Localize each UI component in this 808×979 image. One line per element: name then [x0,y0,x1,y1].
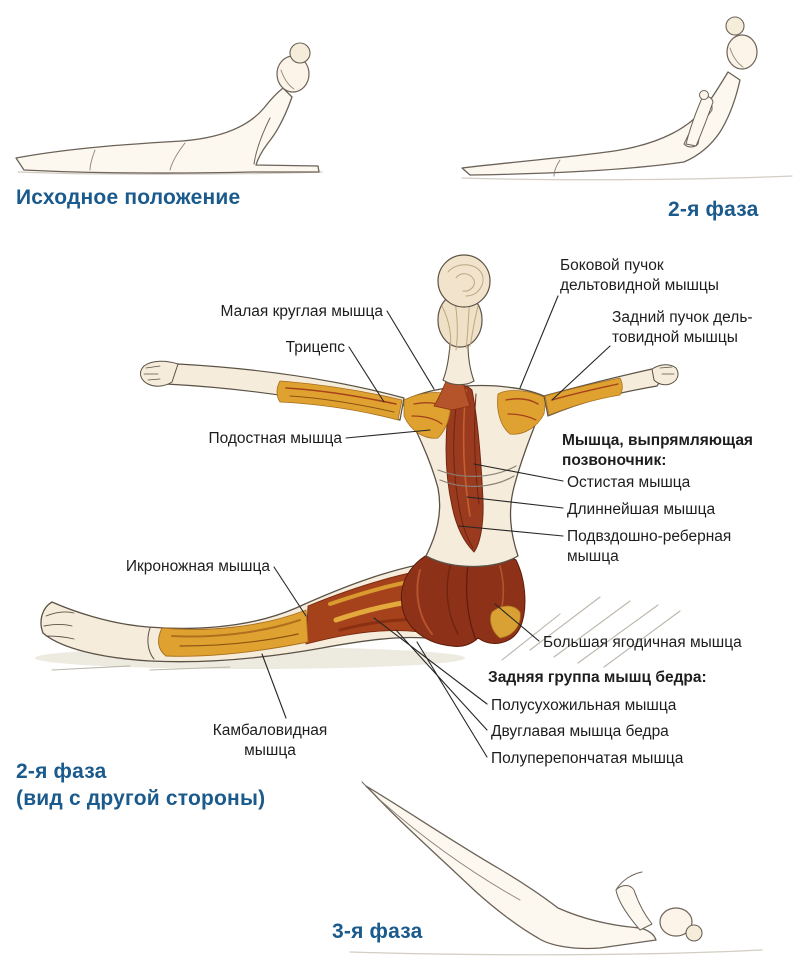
body-outline [365,785,657,950]
mat-hatching [51,596,681,671]
caption-phase2-side: 2-я фаза (вид с другой стороны) [16,758,265,812]
figure-main [35,254,681,671]
figure-start-position [15,42,323,175]
label-semimembranosus: Полуперепончатая мышца [491,750,684,767]
label-semitendinosus: Полусухожильная мышца [491,697,677,714]
label-soleus: Камбаловидная мышца [212,722,328,759]
label-spinalis: Остистая мышца [567,474,691,491]
leader-infraspinatus [345,429,431,439]
label-posterior-deltoid: Задний пучок дель- товидной мышцы [612,309,753,346]
leader-spinalis [473,463,564,482]
hair-bun [289,42,311,64]
leader-biceps-femoris [395,629,488,731]
label-hamstrings-header: Задняя группа мышц бедра: [488,669,707,686]
leader-semitendinosus [373,617,488,705]
leader-longissimus [466,496,564,509]
head [726,34,758,70]
head [659,907,693,937]
caption-phase3: 3-я фаза [332,920,423,943]
caption-phase2: 2-я фаза [668,198,759,221]
body-outline [15,87,320,174]
right-hand [651,364,679,386]
leader-lateral-deltoid [519,295,559,389]
ground-line [349,949,763,956]
left-arm-muscles [276,380,403,421]
caption-phase2-side-line2: (вид с другой стороны) [16,787,266,810]
bra-band [437,465,517,477]
leader-semimembranosus [416,641,488,758]
body-outline [461,71,741,176]
leader-lines [261,295,611,758]
arm [615,885,653,931]
leader-posterior-deltoid [551,345,611,401]
label-gluteus-maximus: Большая ягодичная мышца [543,634,742,651]
label-iliocostalis: Подвздошно-реберная мышца [567,528,732,565]
label-erector-spinae-header: Мышца, выпрямляющая позвоночник: [562,432,753,469]
hand [699,90,709,100]
label-triceps: Трицепс [285,339,345,356]
leader-iliocostalis [458,525,564,537]
right-arm-muscles [544,377,623,416]
forearm [685,96,714,147]
leader-gluteus [494,603,540,642]
legs [40,559,453,663]
ground-line [461,175,793,181]
label-teres-minor: Малая круглая мышца [220,303,383,320]
label-infraspinatus: Подостная мышца [208,430,342,447]
caption-phase2-side-line1: 2-я фаза [16,760,107,783]
leader-triceps [348,346,385,403]
right-scapula-muscles [497,390,547,435]
label-longissimus: Длиннейшая мышца [567,501,716,518]
leader-soleus [261,653,287,719]
hair-bun [685,924,703,942]
hair-bun [437,254,491,308]
label-gastrocnemius: Икроножная мышца [125,558,270,575]
figure-phase2 [461,16,793,181]
ground-line [17,171,323,175]
leader-teres-minor [386,310,435,390]
label-lateral-deltoid: Боковой пучок дельтовидной мышцы [560,257,719,294]
caption-start-position: Исходное положение [16,186,241,209]
leader-gastrocnemius [273,566,307,617]
label-biceps-femoris: Двуглавая мышца бедра [491,723,669,740]
figure-phase3 [349,781,763,956]
neck [442,343,475,386]
hair-bun [725,16,745,36]
